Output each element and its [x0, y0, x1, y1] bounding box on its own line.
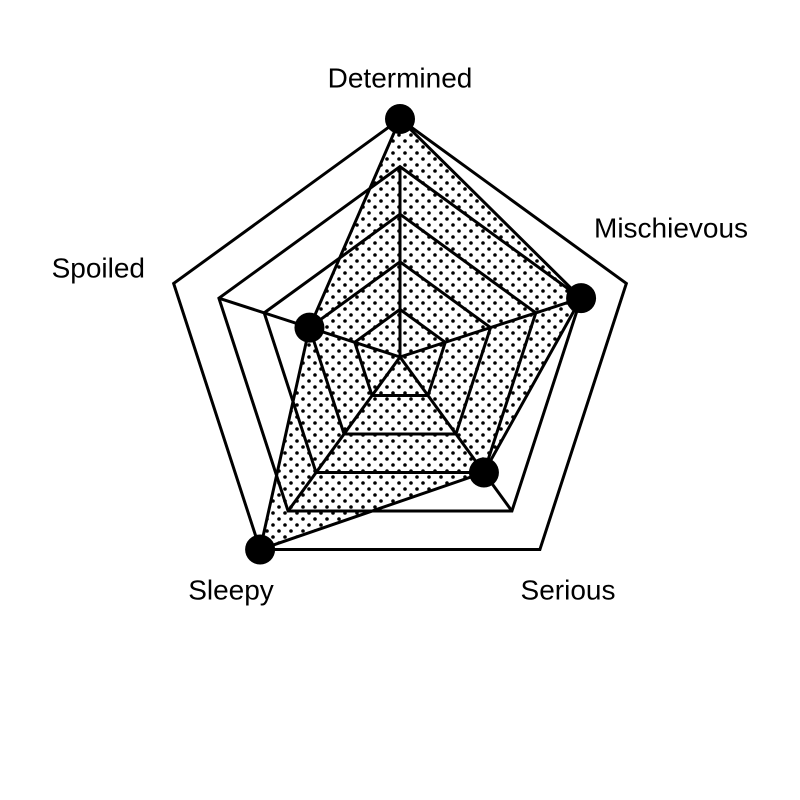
axis-label-serious: Serious: [521, 574, 616, 605]
data-point-spoiled: [294, 312, 325, 343]
axis-spoke-sleepy: [286, 356, 402, 512]
axis-label-spoiled: Spoiled: [52, 252, 145, 283]
grid-ring-1: [352, 307, 448, 398]
data-point-serious: [468, 457, 499, 488]
radar-overlay-grid: [217, 164, 583, 513]
data-point-sleepy: [245, 534, 276, 565]
data-point-mischievous: [566, 283, 597, 314]
radar-points: [245, 104, 597, 565]
axis-label-mischievous: Mischievous: [594, 212, 748, 243]
grid-ring-4: [217, 164, 583, 513]
axis-spoke-mischievous: [399, 296, 582, 359]
axis-label-sleepy: Sleepy: [188, 574, 274, 605]
axis-label-determined: Determined: [328, 62, 473, 93]
axis-spoke-serious: [398, 356, 514, 512]
grid-ring-2: [307, 259, 493, 436]
grid-ring-3: [262, 212, 538, 475]
grid-ring-5: [171, 117, 629, 552]
radar-grid: [171, 117, 629, 552]
data-point-determined: [385, 104, 415, 134]
